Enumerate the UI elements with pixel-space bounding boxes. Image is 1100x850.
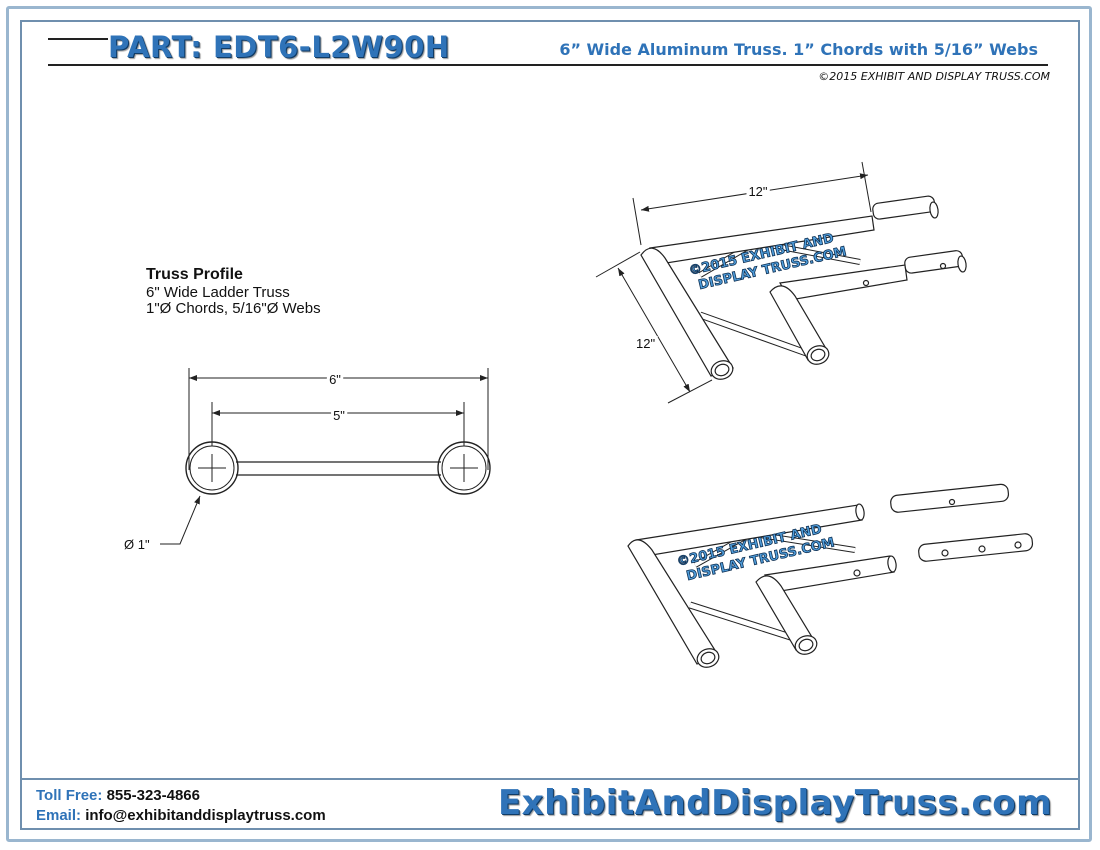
part-number: PART: EDT6-L2W90H bbox=[108, 30, 450, 64]
dim-length-label: 12" bbox=[748, 184, 767, 199]
drawing-border bbox=[20, 20, 1080, 830]
contact-info: Toll Free: 855-323-4866 Email: info@exhi… bbox=[36, 786, 326, 826]
toll-free-row: Toll Free: 855-323-4866 bbox=[36, 786, 326, 806]
email-label: Email: bbox=[36, 807, 82, 824]
email-row: Email: info@exhibitanddisplaytruss.com bbox=[36, 806, 326, 826]
insert-upper bbox=[890, 483, 1010, 513]
profile-title: Truss Profile bbox=[146, 266, 243, 283]
dim-center-label: 5" bbox=[333, 408, 345, 423]
profile-description-1: 6" Wide Ladder Truss bbox=[146, 284, 290, 301]
toll-free-label: Toll Free: bbox=[36, 787, 103, 804]
profile-view bbox=[160, 368, 491, 545]
footer-divider bbox=[22, 778, 1078, 780]
iso-view-assembled bbox=[595, 161, 967, 404]
header-rule-left bbox=[48, 38, 108, 40]
dim-diameter-label: Ø 1" bbox=[124, 537, 150, 552]
dim-leg-label: 12" bbox=[636, 336, 655, 351]
dim-overall-label: 6" bbox=[329, 372, 341, 387]
profile-description-2: 1"Ø Chords, 5/16"Ø Webs bbox=[146, 300, 321, 317]
chord-left bbox=[185, 441, 239, 495]
header-rule bbox=[48, 64, 1048, 66]
email-address: info@exhibitanddisplaytruss.com bbox=[85, 807, 326, 824]
part-description: 6” Wide Aluminum Truss. 1” Chords with 5… bbox=[559, 40, 1038, 59]
iso-view-exploded bbox=[627, 483, 1034, 668]
toll-free-number: 855-323-4866 bbox=[106, 787, 200, 804]
outer-frame bbox=[6, 6, 1092, 842]
copyright-notice: ©2015 EXHIBIT AND DISPLAY TRUSS.COM bbox=[818, 70, 1050, 83]
brand-website: ExhibitAndDisplayTruss.com bbox=[497, 783, 1052, 823]
chord-right bbox=[437, 441, 491, 495]
diameter-leader bbox=[160, 495, 201, 545]
